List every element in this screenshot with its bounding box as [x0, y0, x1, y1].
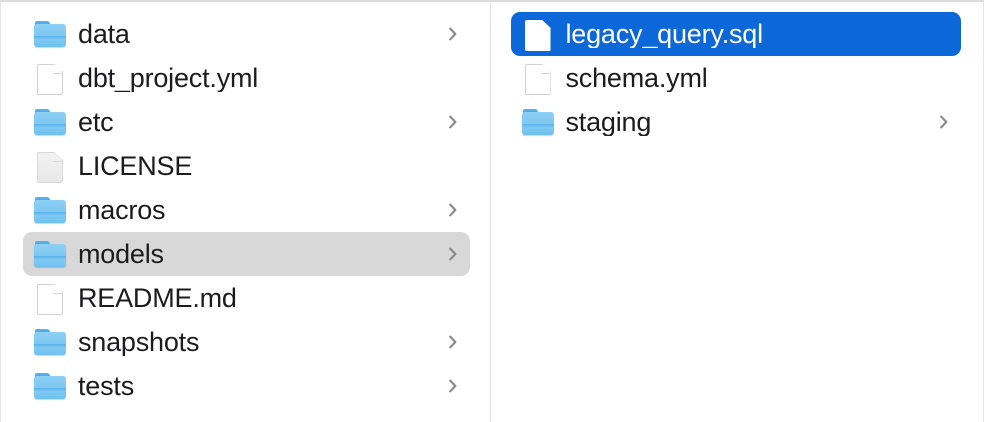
folder-icon	[34, 371, 68, 401]
chevron-right-icon[interactable]	[447, 333, 459, 351]
chevron-right-icon[interactable]	[447, 113, 459, 131]
item-label: LICENSE	[78, 152, 193, 180]
document-icon	[34, 63, 68, 93]
folder-row[interactable]: staging	[511, 100, 962, 144]
item-label: staging	[565, 108, 652, 136]
file-browser-column-child[interactable]: legacy_query.sql schema.yml staging	[490, 2, 983, 422]
item-label: macros	[78, 196, 166, 224]
folder-row[interactable]: data	[23, 12, 470, 56]
folder-row[interactable]: macros	[23, 188, 470, 232]
folder-row[interactable]: snapshots	[23, 320, 470, 364]
document-gray-icon	[34, 151, 68, 181]
chevron-right-icon[interactable]	[447, 201, 459, 219]
folder-row[interactable]: etc	[23, 100, 470, 144]
folder-icon	[34, 239, 68, 269]
file-row[interactable]: README.md	[23, 276, 470, 320]
item-label: tests	[78, 372, 135, 400]
chevron-right-icon[interactable]	[938, 113, 950, 131]
item-label: data	[78, 20, 130, 48]
file-row[interactable]: legacy_query.sql	[510, 12, 961, 56]
item-label: dbt_project.yml	[78, 64, 259, 92]
folder-icon	[34, 107, 68, 137]
document-icon	[522, 19, 556, 49]
item-label: README.md	[78, 284, 237, 312]
item-label: etc	[78, 108, 114, 136]
chevron-right-icon[interactable]	[447, 245, 459, 263]
item-label: legacy_query.sql	[565, 20, 763, 48]
folder-icon	[34, 327, 68, 357]
folder-icon	[34, 195, 68, 225]
item-label: models	[78, 240, 164, 268]
document-icon	[522, 63, 556, 93]
item-label: schema.yml	[565, 64, 708, 92]
chevron-right-icon[interactable]	[447, 25, 459, 43]
chevron-right-icon[interactable]	[447, 377, 459, 395]
folder-icon	[34, 19, 68, 49]
item-label: snapshots	[78, 328, 200, 356]
file-row[interactable]: schema.yml	[511, 56, 962, 100]
folder-row[interactable]: tests	[23, 364, 470, 408]
folder-row[interactable]: models	[23, 232, 470, 276]
folder-icon	[521, 107, 556, 137]
file-row[interactable]: LICENSE	[23, 144, 470, 188]
file-row[interactable]: dbt_project.yml	[23, 56, 470, 100]
document-icon	[34, 283, 68, 313]
